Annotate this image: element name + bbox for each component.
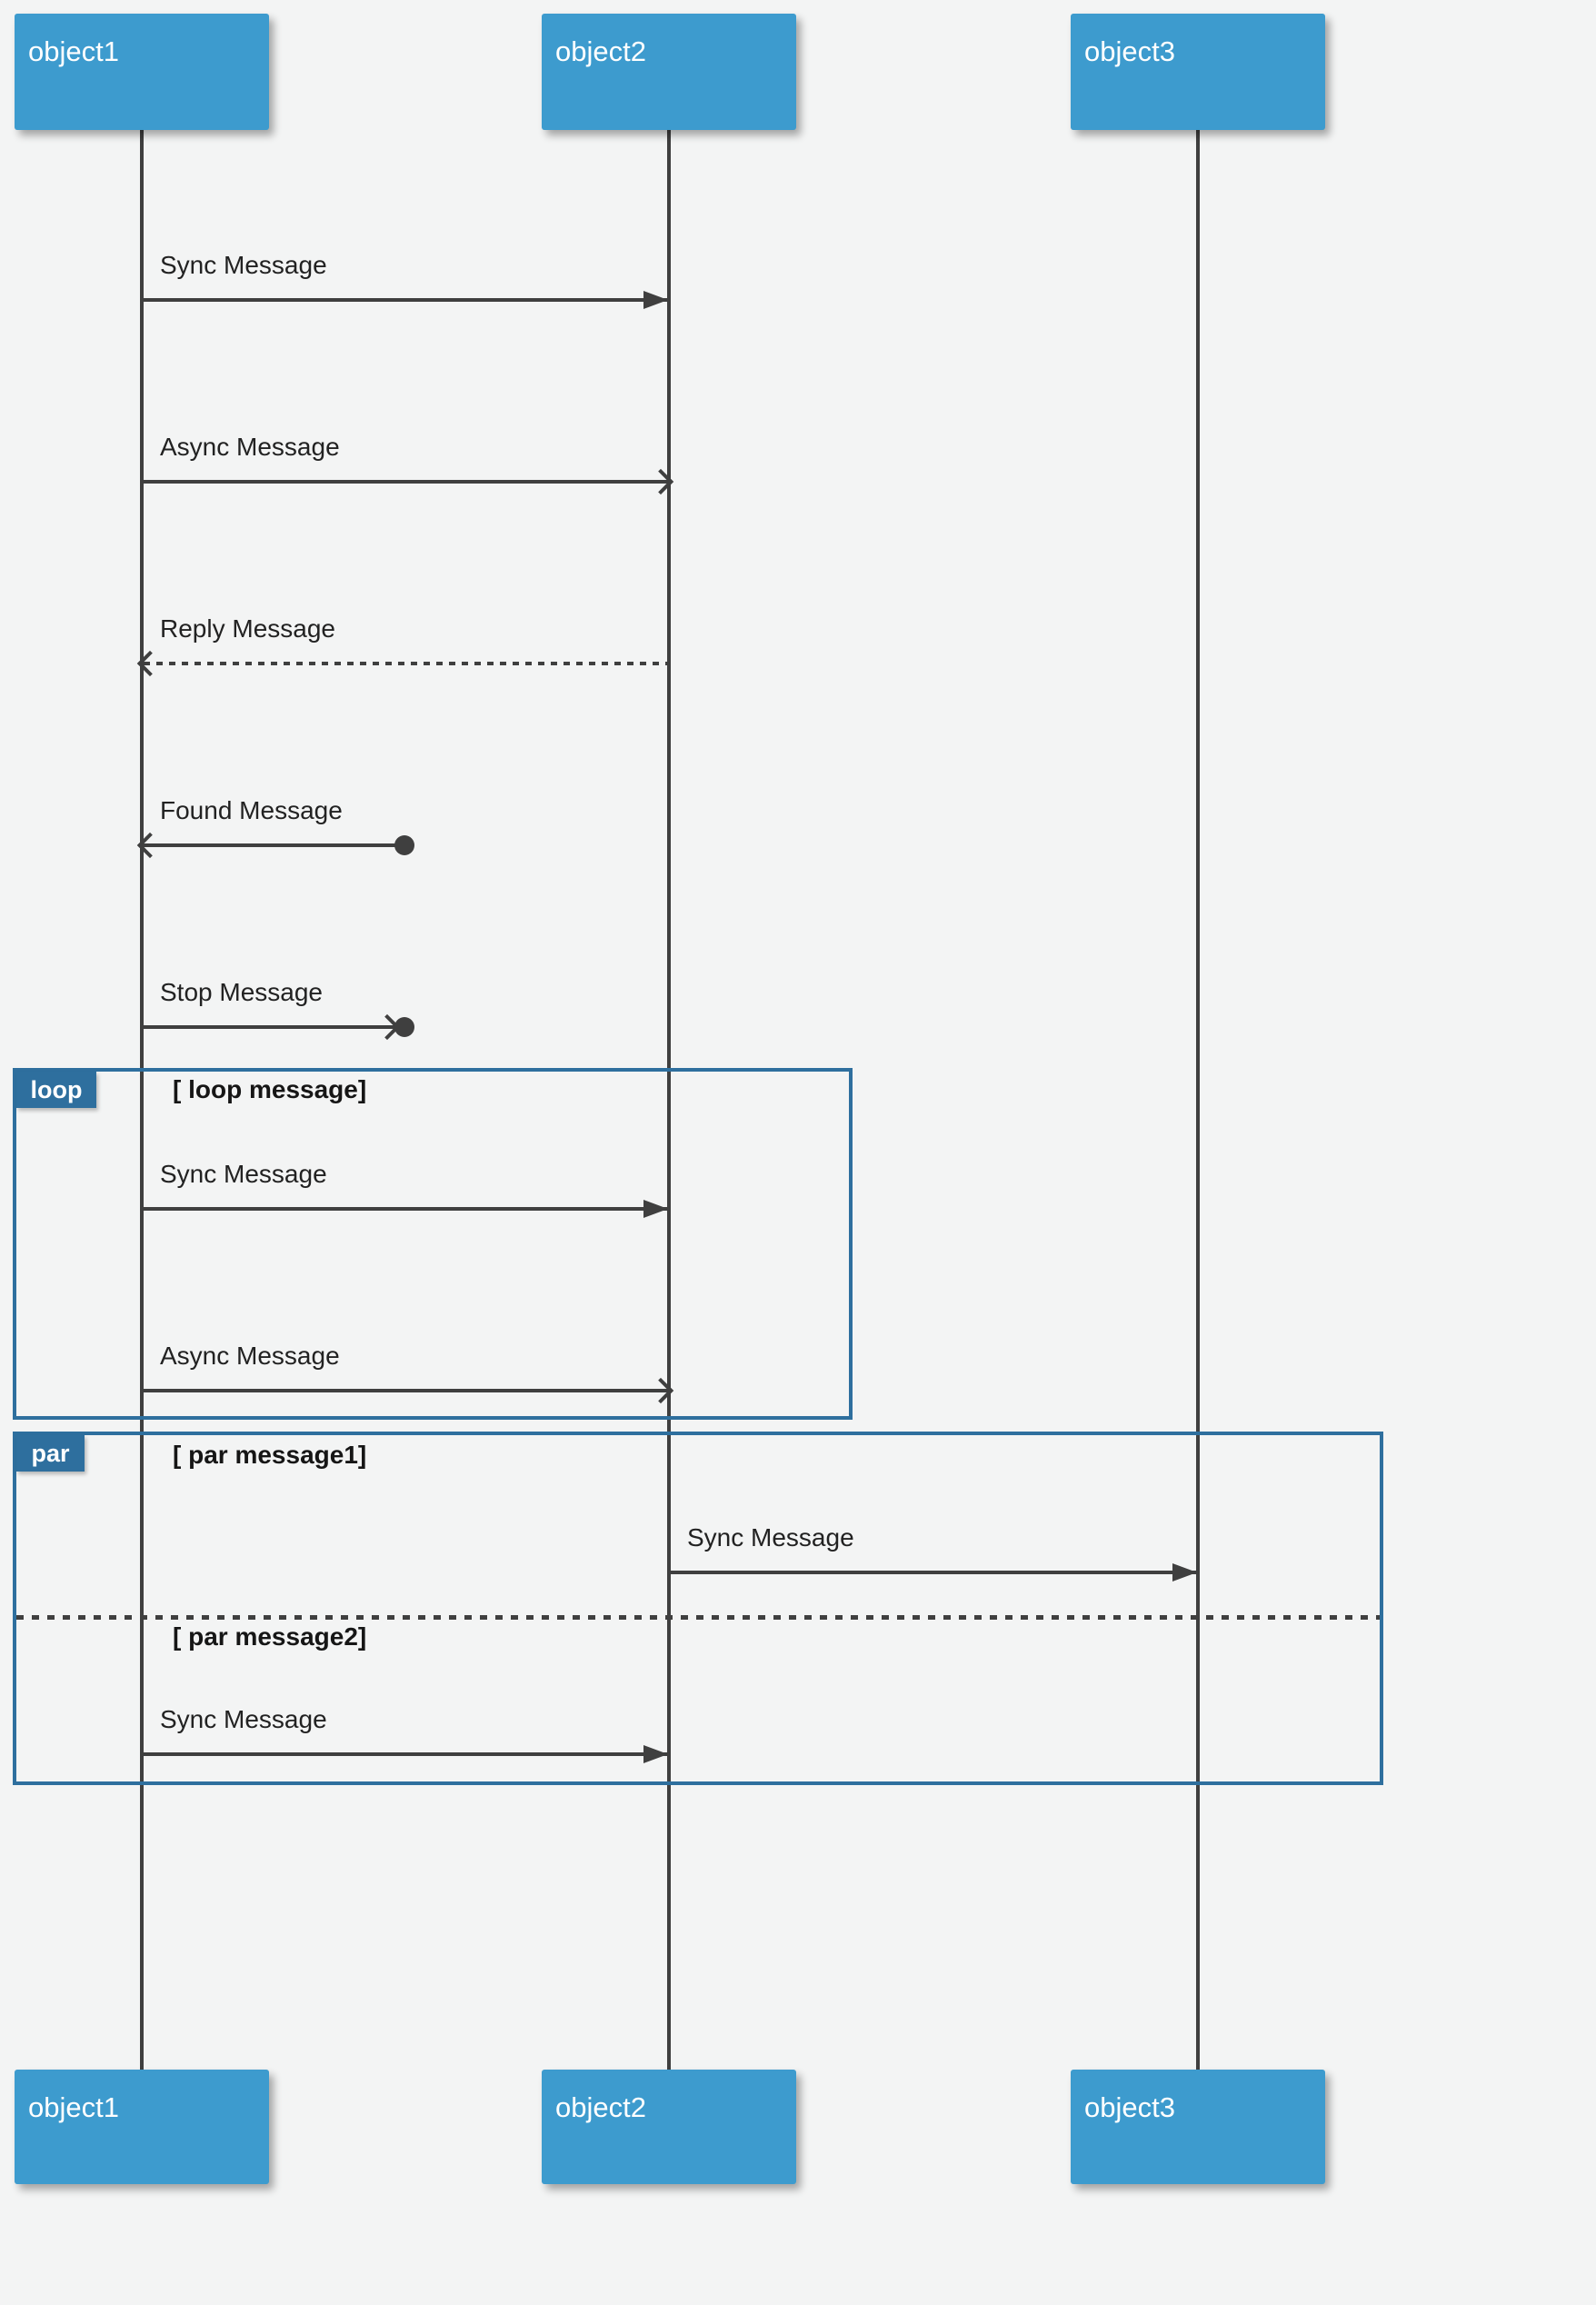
lifeline-object2 [667, 130, 671, 2070]
message-sync-1: Sync Message [144, 251, 668, 309]
message-label: Sync Message [160, 1160, 327, 1188]
actor-object3-bottom: object3 [1071, 2070, 1325, 2184]
fragment-loop-operator-label: loop [16, 1072, 96, 1108]
actor-label: object3 [1084, 2091, 1175, 2123]
sync-arrowhead-icon [643, 1200, 668, 1218]
message-sync-par-2: Sync Message [144, 1705, 668, 1763]
par-guard-1-text: [ par message1] [173, 1441, 367, 1469]
message-sync-loop: Sync Message [144, 1160, 668, 1218]
found-origin-dot-icon [394, 835, 414, 855]
message-async-1: Async Message [144, 433, 674, 495]
par-operand-divider [16, 1615, 1380, 1620]
actor-label: object1 [28, 2091, 119, 2123]
message-label: Reply Message [160, 614, 335, 643]
fragment-loop: loop [13, 1068, 853, 1420]
message-label: Stop Message [160, 978, 323, 1006]
message-async-loop: Async Message [144, 1342, 674, 1404]
fragment-par-operator-label: par [16, 1435, 85, 1472]
message-label: Async Message [160, 1342, 340, 1370]
sync-arrowhead-icon [1172, 1563, 1197, 1582]
fragment-par: par [13, 1432, 1383, 1785]
message-label: Sync Message [160, 1705, 327, 1733]
actor-object1-top: object1 [15, 14, 269, 130]
message-label: Sync Message [687, 1523, 854, 1552]
actor-object3-top: object3 [1071, 14, 1325, 130]
actor-label: object2 [555, 2091, 646, 2123]
message-label: Found Message [160, 796, 343, 824]
message-sync-par-1: Sync Message [671, 1523, 1197, 1582]
actor-label: object2 [555, 35, 646, 67]
sync-arrowhead-icon [643, 1745, 668, 1763]
message-label: Async Message [160, 433, 340, 461]
sync-arrowhead-icon [643, 291, 668, 309]
actor-object2-bottom: object2 [542, 2070, 796, 2184]
actor-object2-top: object2 [542, 14, 796, 130]
message-label: Sync Message [160, 251, 327, 279]
lifeline-object1 [140, 130, 144, 2070]
message-reply: Reply Message [136, 614, 671, 677]
par-guard-2-text: [ par message2] [173, 1622, 367, 1651]
message-found: Found Message [136, 796, 414, 859]
actor-object1-bottom: object1 [15, 2070, 269, 2184]
lifeline-object3 [1196, 130, 1200, 2070]
message-stop: Stop Message [144, 978, 414, 1041]
actor-label: object3 [1084, 35, 1175, 67]
loop-guard-text: [ loop message] [173, 1075, 367, 1103]
actor-label: object1 [28, 35, 119, 67]
stop-end-dot-icon [394, 1017, 414, 1037]
